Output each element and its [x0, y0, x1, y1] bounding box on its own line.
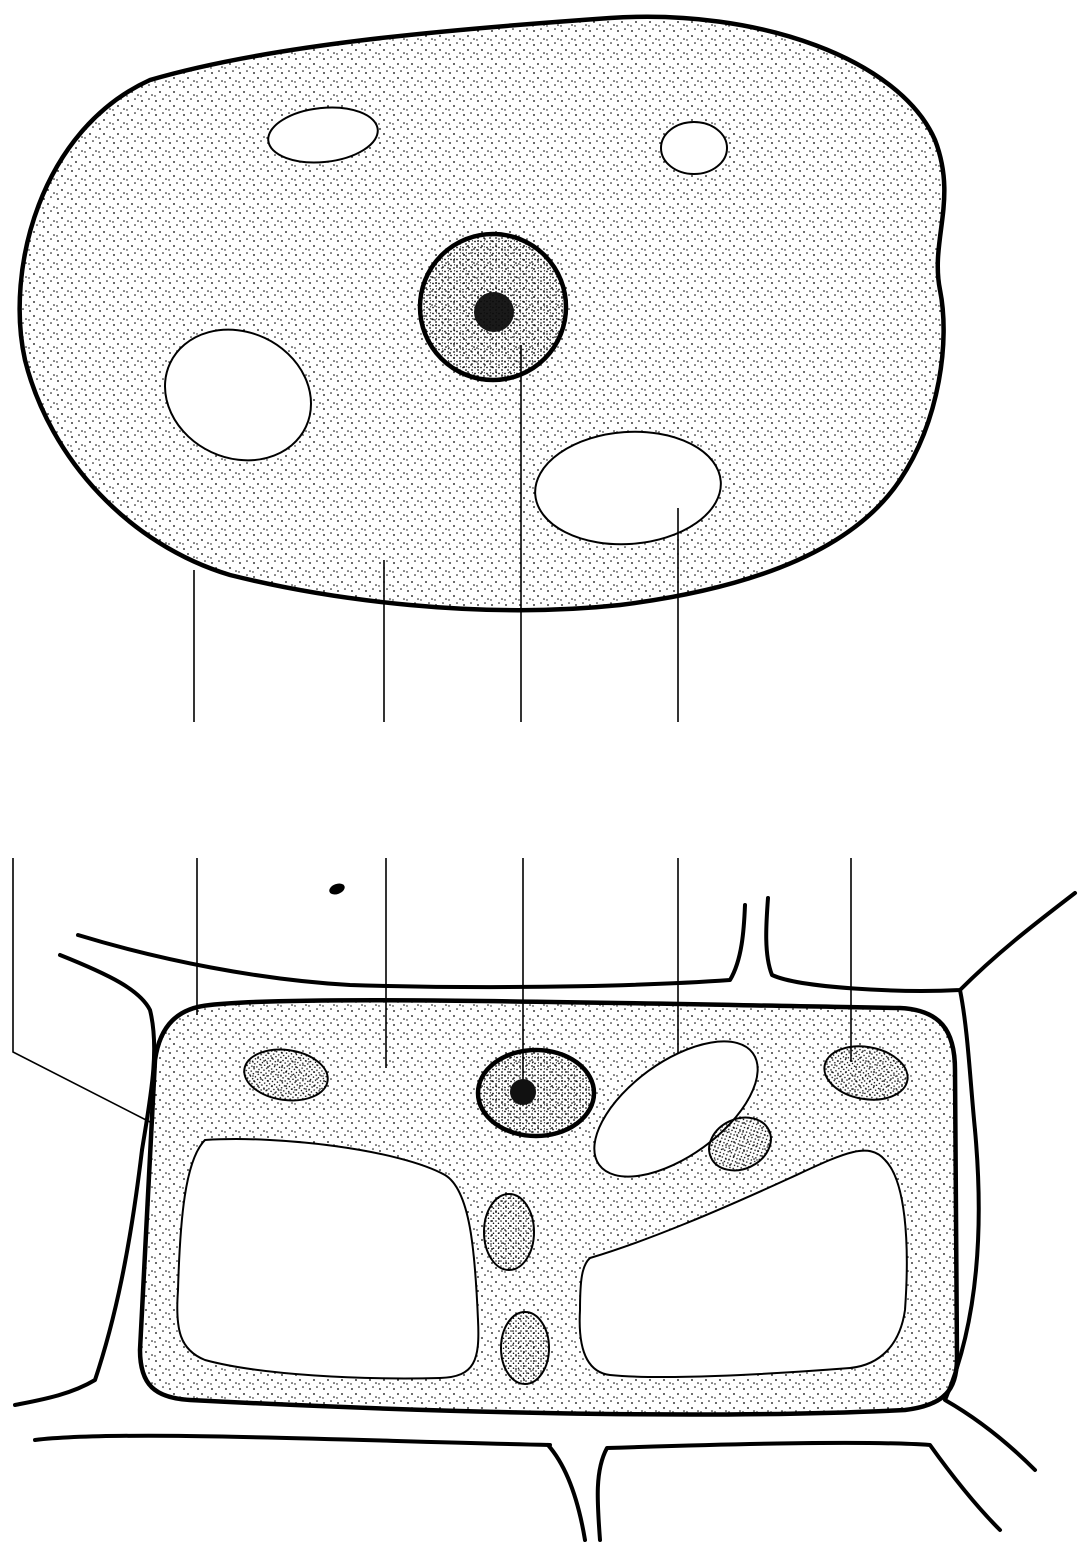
ink-blot	[328, 882, 346, 897]
chloroplast-4	[484, 1194, 534, 1270]
chloroplast-5	[501, 1312, 549, 1384]
plant-cell	[15, 893, 1075, 1540]
plant-vacuole-left	[177, 1139, 478, 1378]
plant-nucleus	[478, 1050, 594, 1136]
animal-vacuole-small-right	[661, 122, 727, 174]
animal-cell	[20, 17, 945, 610]
plant-nucleolus	[510, 1079, 536, 1105]
